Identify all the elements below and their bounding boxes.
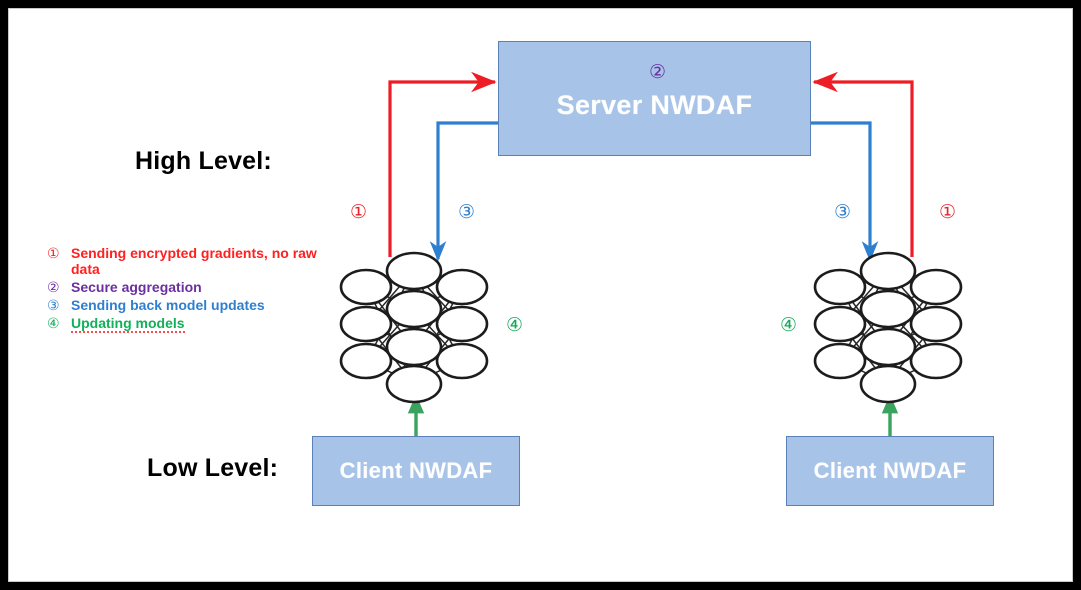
legend-item: ① Sending encrypted gradients, no raw da… [47, 245, 317, 277]
arrow-right-gradients-to-server [812, 71, 914, 257]
client-nwdaf-label-right: Client NWDAF [813, 458, 967, 483]
marker-left-updates: ③ [458, 202, 476, 223]
marker-secure-aggregation: ② [649, 62, 667, 83]
legend-text-2: Secure aggregation [71, 279, 202, 295]
marker-left-gradients: ① [350, 202, 368, 223]
legend-item: ③ Sending back model updates [47, 297, 317, 313]
client-nwdaf-label-left: Client NWDAF [339, 458, 493, 483]
legend: ① Sending encrypted gradients, no raw da… [47, 245, 317, 335]
marker-right-gradients: ① [939, 202, 957, 223]
legend-text-3: Sending back model updates [71, 297, 265, 313]
client-nwdaf-box-left[interactable]: Client NWDAF [312, 436, 520, 506]
legend-marker-1: ① [47, 245, 60, 261]
legend-marker-4: ④ [47, 315, 60, 331]
marker-right-updating-models: ④ [780, 315, 798, 336]
legend-marker-3: ③ [47, 297, 60, 313]
high-level-label: High Level: [135, 147, 272, 175]
marker-right-updates: ③ [834, 202, 852, 223]
diagram-canvas: Server NWDAF ② Client NWDAF Client NWDAF… [8, 8, 1073, 582]
server-nwdaf-label: Server NWDAF [556, 90, 753, 120]
legend-marker-2: ② [47, 279, 60, 295]
legend-item: ④ Updating models [47, 315, 317, 333]
legend-text-4: Updating models [71, 315, 185, 333]
marker-left-updating-models: ④ [506, 315, 524, 336]
neural-network-left [339, 251, 489, 404]
server-nwdaf-box[interactable]: Server NWDAF [498, 41, 811, 156]
arrow-left-updates-to-network [429, 121, 498, 262]
low-level-label: Low Level: [147, 454, 279, 482]
neural-network-right [813, 251, 963, 404]
arrow-left-gradients-to-server [388, 71, 497, 257]
legend-text-1: Sending encrypted gradients, no raw data [71, 245, 317, 277]
legend-item: ② Secure aggregation [47, 279, 317, 295]
arrow-right-updates-to-network [811, 121, 879, 262]
client-nwdaf-box-right[interactable]: Client NWDAF [786, 436, 994, 506]
